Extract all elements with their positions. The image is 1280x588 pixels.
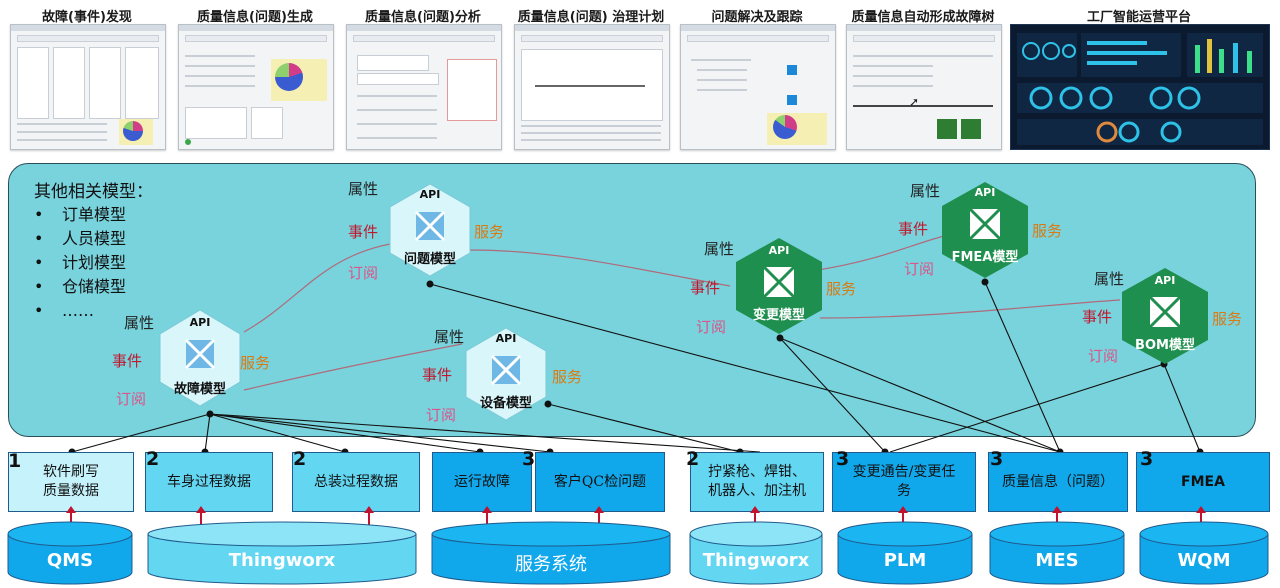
thumb-governance-plan <box>514 24 670 150</box>
source-badge: 3 <box>836 448 850 470</box>
up-arrow-icon <box>1052 506 1062 526</box>
thumb-title-tracking: 问题解决及跟踪 <box>711 10 803 25</box>
source-box: 运行故障 <box>432 452 532 512</box>
problem-model[interactable]: API 问题模型 <box>388 182 472 278</box>
device-model[interactable]: API 设备模型 <box>464 326 548 422</box>
device-service-label: 服务 <box>552 368 583 386</box>
source-box: 质量信息（问题） <box>988 452 1128 512</box>
device-subscribe-label: 订阅 <box>426 406 457 424</box>
other-models-list: •订单模型 •人员模型 •计划模型 •仓储模型 •…… <box>34 203 126 323</box>
up-arrow-icon <box>196 506 206 526</box>
system-cylinder-thingworx-1: Thingworx <box>146 520 418 586</box>
fmea-model-name: FMEA模型 <box>951 250 1019 265</box>
fmea-attr-label: 属性 <box>910 182 941 200</box>
fmea-subscribe-label: 订阅 <box>904 260 935 278</box>
dashboard-graphic <box>1017 33 1263 145</box>
source-box: 车身过程数据 <box>145 452 273 512</box>
thumb-factory-platform <box>1010 24 1270 150</box>
fault-service-label: 服务 <box>240 354 271 372</box>
other-model-item: •计划模型 <box>34 253 127 272</box>
system-cylinder-thingworx-2: Thingworx <box>688 520 824 586</box>
thumb-title-quality-analysis: 质量信息(问题)分析 <box>365 10 481 25</box>
system-cylinder-mes: MES <box>988 520 1126 586</box>
change-subscribe-label: 订阅 <box>696 318 727 336</box>
thumb-title-quality-generate: 质量信息(问题)生成 <box>197 10 313 25</box>
bom-model-name: BOM模型 <box>1135 338 1195 353</box>
source-badge: 3 <box>522 448 536 470</box>
fmea-event-label: 事件 <box>898 220 929 238</box>
other-model-item: •…… <box>34 301 94 320</box>
thumb-quality-generate <box>178 24 334 150</box>
fault-event-label: 事件 <box>112 352 143 370</box>
system-cylinder-qms: QMS <box>6 520 134 586</box>
hexagon-shape <box>159 309 241 407</box>
thumb-title-fault-tree: 质量信息自动形成故障树 <box>851 10 995 25</box>
source-badge: 2 <box>293 448 307 470</box>
system-cylinder-wqm: WQM <box>1138 520 1270 586</box>
change-attr-label: 属性 <box>704 240 735 258</box>
bom-subscribe-label: 订阅 <box>1088 347 1119 365</box>
hexagon-shape <box>942 182 1028 278</box>
fault-attr-label: 属性 <box>124 314 155 332</box>
thumb-title-factory-platform: 工厂智能运营平台 <box>1086 10 1191 25</box>
source-badge: 3 <box>990 448 1004 470</box>
source-badge: 3 <box>1140 448 1154 470</box>
source-box: 拧紧枪、焊钳、 机器人、加注机 <box>690 452 824 512</box>
source-box: FMEA <box>1136 452 1270 512</box>
source-box: 变更通告/变更任 务 <box>832 452 976 512</box>
up-arrow-icon <box>898 506 908 526</box>
bom-service-label: 服务 <box>1212 310 1243 328</box>
bom-attr-label: 属性 <box>1094 270 1125 288</box>
thumb-tracking <box>680 24 836 150</box>
change-model-name: 变更模型 <box>752 308 805 323</box>
thumb-title-governance-plan: 质量信息(问题) 治理计划 <box>517 10 665 25</box>
source-badge: 1 <box>8 450 22 472</box>
up-arrow-icon <box>364 506 374 526</box>
device-model-name: 设备模型 <box>479 396 532 411</box>
cursor-icon: ➚ <box>909 95 920 109</box>
device-attr-label: 属性 <box>434 328 465 346</box>
up-arrow-icon <box>594 506 604 526</box>
problem-event-label: 事件 <box>348 223 379 241</box>
hexagon-shape <box>1122 268 1208 364</box>
thumb-quality-analysis <box>346 24 502 150</box>
hexagon-shape <box>389 183 471 277</box>
bom-model[interactable]: API BOM模型 <box>1120 266 1210 366</box>
up-arrow-icon <box>1196 506 1206 526</box>
thumb-fault-discovery <box>10 24 166 150</box>
fault-subscribe-label: 订阅 <box>116 390 147 408</box>
device-event-label: 事件 <box>422 366 453 384</box>
fmea-model[interactable]: API FMEA模型 <box>940 180 1030 280</box>
other-models-title: 其他相关模型： <box>34 182 153 202</box>
other-model-item: •仓储模型 <box>34 277 127 296</box>
hexagon-shape <box>465 327 547 421</box>
other-model-item: •订单模型 <box>34 205 127 224</box>
source-box: 软件刷写 质量数据 <box>8 452 134 512</box>
bom-event-label: 事件 <box>1082 308 1113 326</box>
hexagon-shape <box>736 238 822 334</box>
other-model-item: •人员模型 <box>34 229 127 248</box>
change-event-label: 事件 <box>690 279 721 297</box>
source-box: 总装过程数据 <box>292 452 420 512</box>
problem-attr-label: 属性 <box>348 180 379 198</box>
thumb-title-fault-discovery: 故障(事件)发现 <box>42 10 132 25</box>
problem-service-label: 服务 <box>474 223 505 241</box>
up-arrow-icon <box>66 506 76 524</box>
problem-subscribe-label: 订阅 <box>348 264 379 282</box>
fault-model-name: 故障模型 <box>173 382 226 397</box>
system-cylinder-service: 服务系统 <box>430 520 672 586</box>
source-badge: 2 <box>686 448 700 470</box>
up-arrow-icon <box>750 506 760 526</box>
up-arrow-icon <box>482 506 492 526</box>
source-box: 客户QC检问题 <box>535 452 665 512</box>
source-badge: 2 <box>146 448 160 470</box>
change-model[interactable]: API 变更模型 <box>734 236 824 336</box>
change-service-label: 服务 <box>826 280 857 298</box>
thumb-fault-tree: ➚ <box>846 24 1002 150</box>
fault-model[interactable]: API 故障模型 <box>158 308 242 408</box>
system-cylinder-plm: PLM <box>836 520 974 586</box>
fmea-service-label: 服务 <box>1032 222 1063 240</box>
problem-model-name: 问题模型 <box>403 252 456 267</box>
